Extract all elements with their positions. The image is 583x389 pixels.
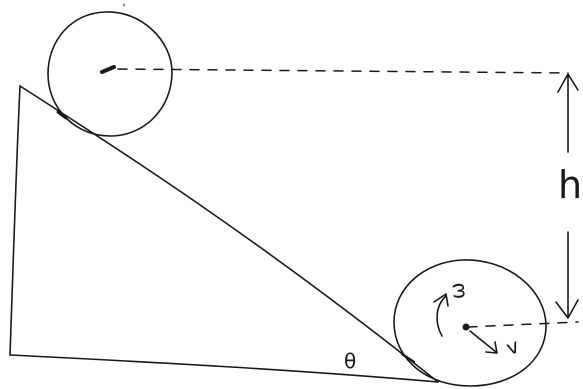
height-arrow-lower (555, 231, 579, 319)
ball-bottom (393, 259, 547, 387)
velocity-label: v (503, 333, 522, 360)
incline-hypotenuse (19, 85, 439, 383)
ball-top (47, 11, 173, 137)
incline-vertical-side (9, 85, 21, 356)
ball-top-center (100, 65, 116, 74)
height-arrow-upper (557, 73, 579, 153)
angle-label: θ (344, 349, 356, 373)
incline-base (9, 354, 439, 383)
top-height-reference-line (117, 68, 569, 74)
ball-bottom-contact-mark (400, 352, 416, 364)
angular-velocity-label: ω (444, 281, 469, 300)
bottom-height-reference-line (467, 321, 579, 328)
velocity-arrow-icon (469, 330, 498, 354)
ball-top-contact-mark (56, 110, 68, 120)
height-label: h (558, 163, 582, 207)
ball-bottom-center (462, 323, 470, 331)
rotation-arrow-icon (433, 293, 449, 337)
